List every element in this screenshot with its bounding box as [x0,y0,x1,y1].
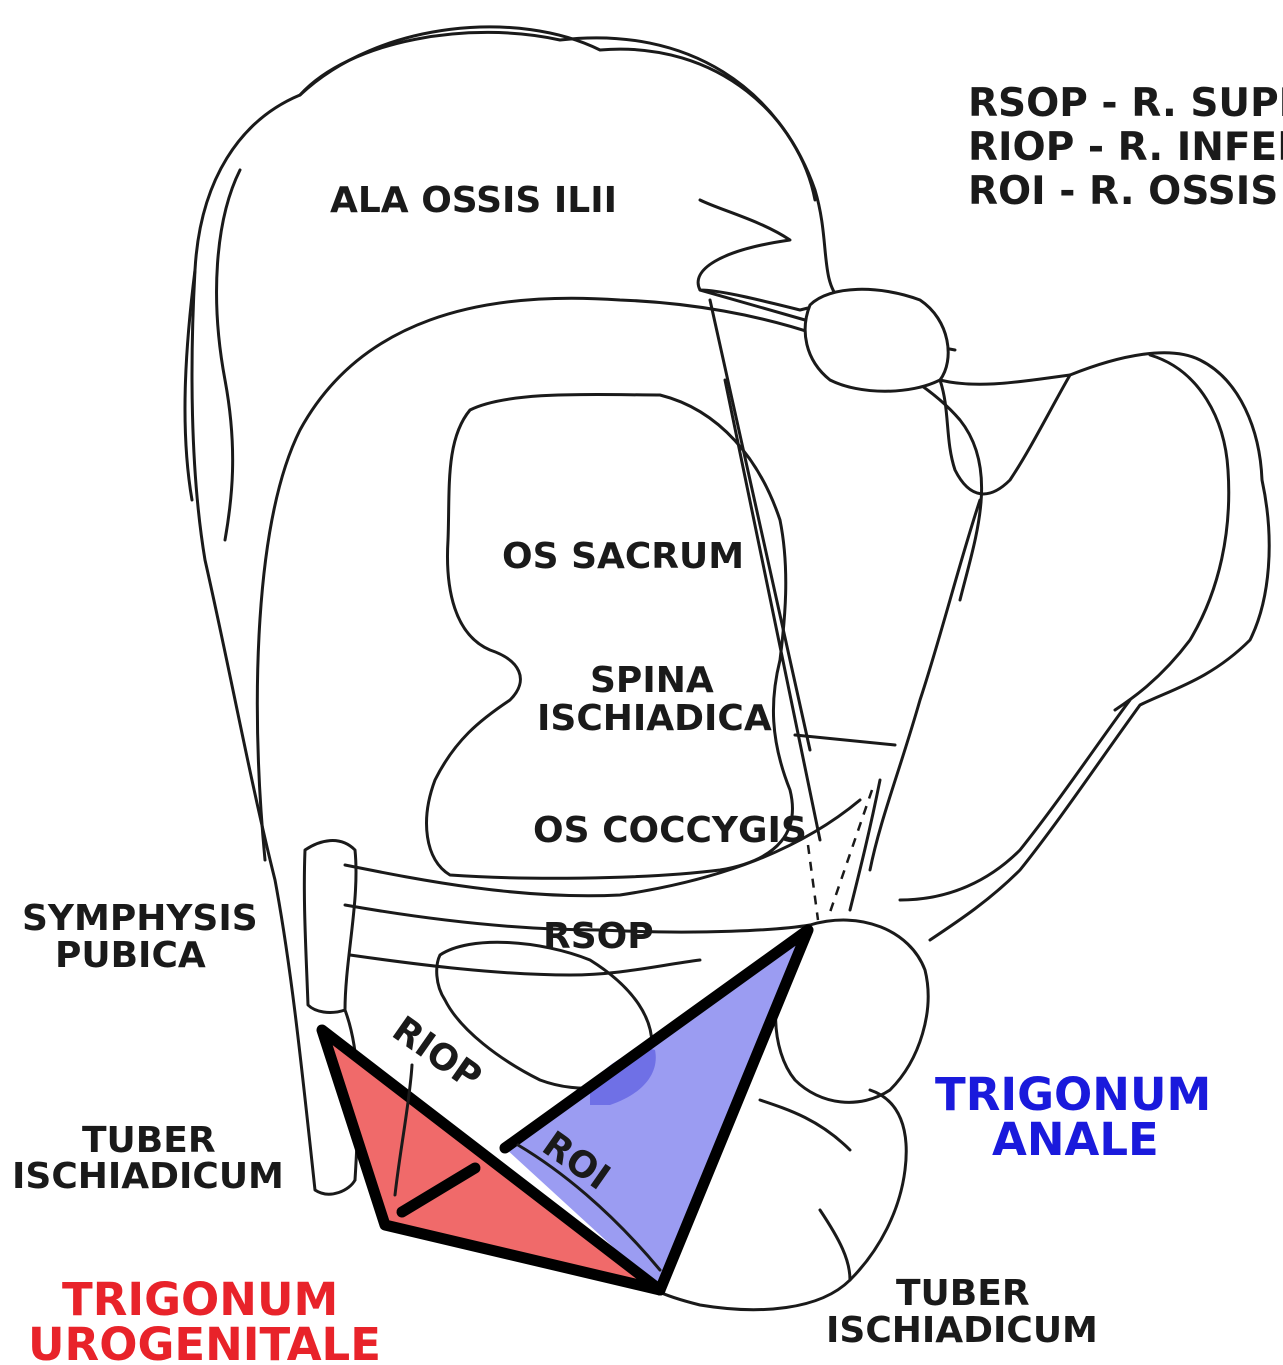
label-tuber-right-line1: TUBER [896,1273,1030,1314]
legend-riop: RIOP - R. INFER [968,125,1283,170]
legend-roi: ROI - R. OSSIS I [968,169,1283,214]
label-os-sacrum: OS SACRUM [502,536,744,577]
label-tuber-right-line2: ISCHIADICUM [826,1310,1098,1351]
right-ilium-outline [805,289,1269,940]
label-spina-line1: SPINA [590,660,714,701]
label-trigonum-urogenitale-line2: UROGENITALE [28,1318,381,1365]
label-tuber-left-line1: TUBER [82,1120,216,1161]
label-tuber-left-line2: ISCHIADICUM [12,1156,284,1197]
label-symphysis-line2: PUBICA [55,935,206,976]
label-symphysis-line1: SYMPHYSIS [22,898,258,939]
label-os-coccygis: OS COCCYGIS [533,810,807,851]
legend-rsop: RSOP - R. SUPE [968,81,1283,126]
label-rsop: RSOP [543,916,654,957]
label-trigonum-anale-line2: ANALE [992,1113,1159,1166]
label-spina-line2: ISCHIADICA [537,698,772,739]
label-ala-ossis-ilii: ALA OSSIS ILII [330,180,617,221]
